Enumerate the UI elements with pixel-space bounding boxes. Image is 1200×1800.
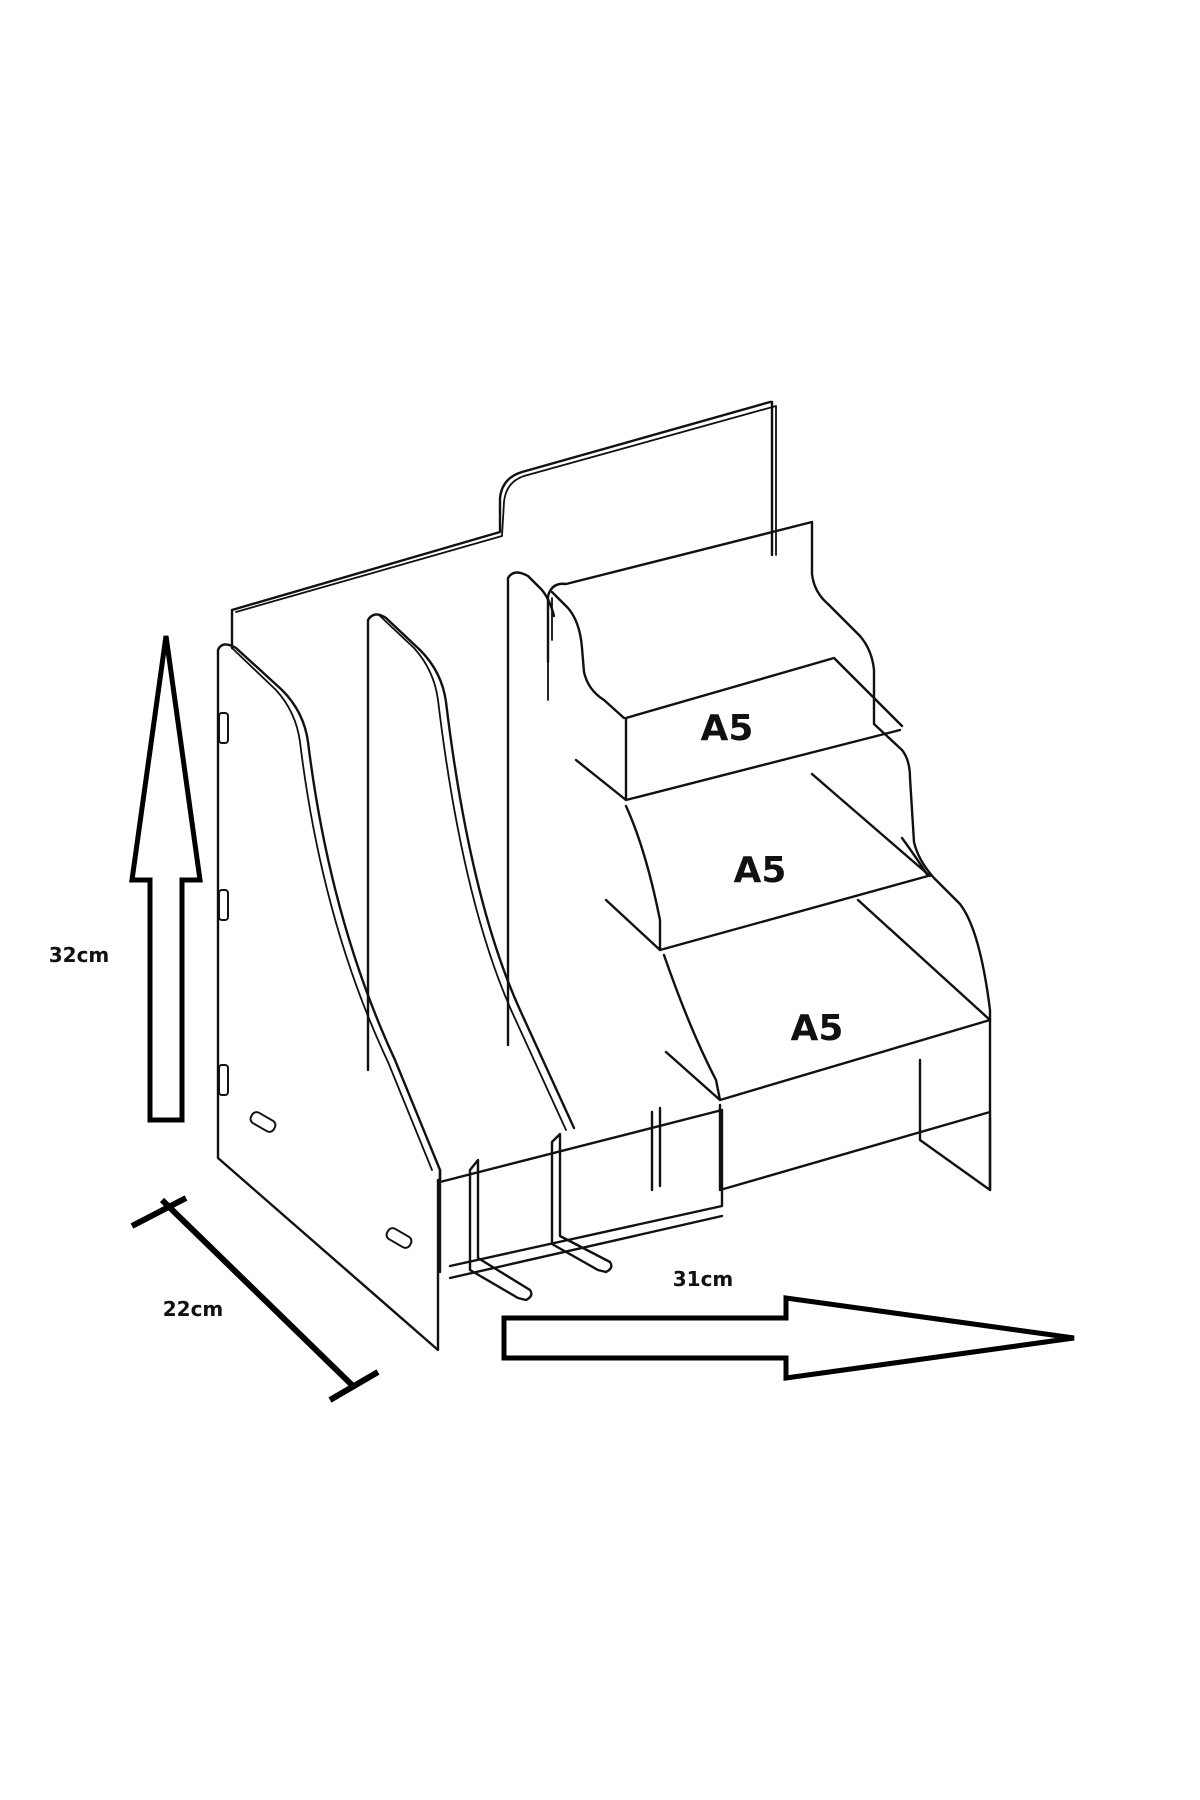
base-rail (438, 1108, 724, 1280)
depth-dimension (130, 1195, 380, 1403)
divider-1-inner (379, 615, 567, 1131)
side-tab-2 (218, 889, 229, 921)
width-label: 31cm (673, 1267, 734, 1291)
tray-bottom-label: A5 (791, 1008, 844, 1049)
height-arrow (129, 635, 203, 1123)
tray-top-label: A5 (701, 708, 754, 749)
tray-base (718, 1058, 992, 1192)
slot-hole-2 (385, 1227, 413, 1249)
tray-bottom (662, 898, 992, 1102)
organizer-drawing: A5 A5 A5 (216, 400, 992, 1352)
tray-left-edge (547, 597, 553, 701)
left-side-panel-inner (231, 647, 433, 1171)
tray-top (550, 590, 904, 802)
side-tab-3 (218, 1064, 229, 1096)
height-label: 32cm (49, 943, 110, 967)
front-clip-3 (650, 1106, 662, 1192)
tray-stack (546, 520, 992, 1192)
tray-middle (604, 772, 932, 952)
slot-hole-1 (249, 1111, 277, 1133)
tray-middle-label: A5 (734, 850, 787, 891)
side-tab-1 (218, 712, 229, 744)
back-panel (230, 400, 774, 650)
width-arrow (501, 1295, 1075, 1381)
front-clip-2 (550, 1132, 613, 1274)
front-clip-1 (468, 1158, 533, 1302)
depth-label: 22cm (163, 1297, 224, 1321)
divider-1 (366, 613, 576, 1130)
divider-2 (506, 571, 556, 1047)
back-panel-edge (235, 405, 777, 613)
